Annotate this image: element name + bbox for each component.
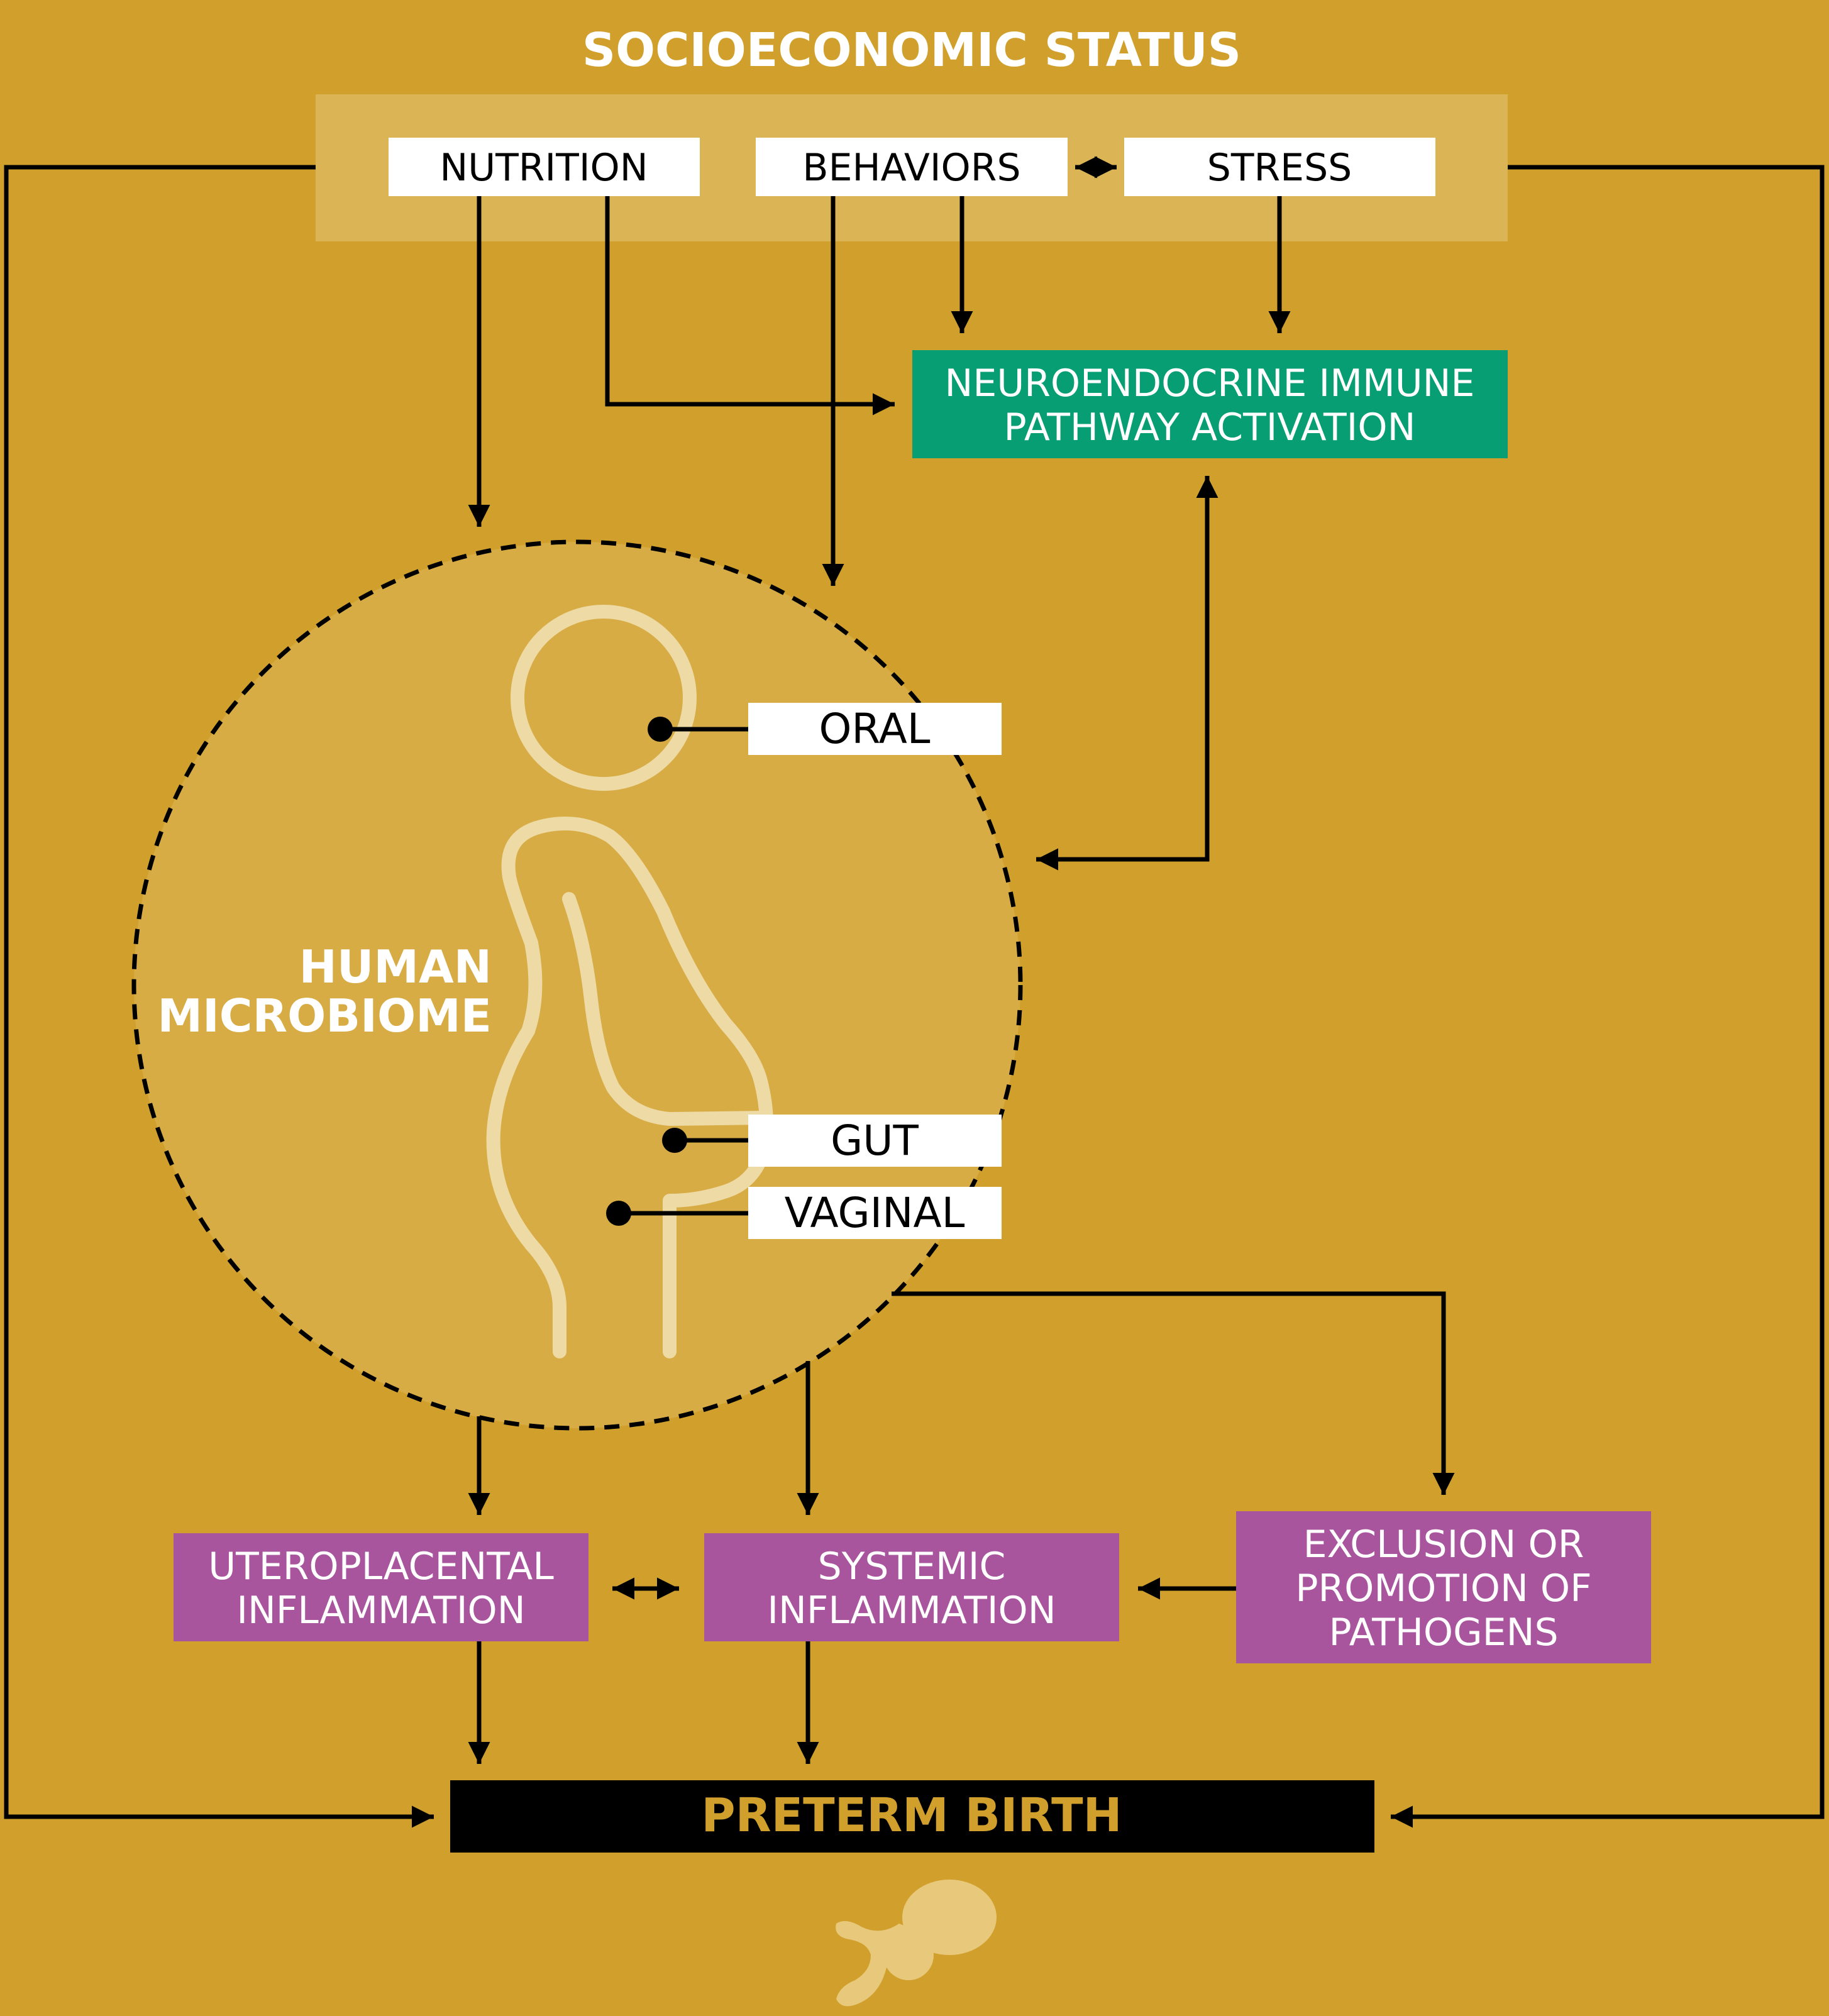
nutrition-box: NUTRITION xyxy=(389,138,700,196)
pathogens-label-line2: PROMOTION OF xyxy=(1295,1567,1591,1611)
preterm-birth-label: PRETERM BIRTH xyxy=(701,1788,1122,1842)
nutrition-label: NUTRITION xyxy=(439,146,648,190)
uteroplacental-label-line1: UTEROPLACENTAL xyxy=(208,1545,554,1589)
gut-box: GUT xyxy=(748,1115,1002,1167)
gut-label: GUT xyxy=(831,1116,919,1165)
preterm-birth-box: PRETERM BIRTH xyxy=(450,1780,1374,1853)
behaviors-label: BEHAVIORS xyxy=(802,146,1020,190)
fetus-icon xyxy=(836,1880,997,2007)
microbiome-circle xyxy=(131,539,1023,1431)
microbiome-label-line2: MICROBIOME xyxy=(157,989,492,1042)
systemic-label-line2: INFLAMMATION xyxy=(767,1589,1056,1633)
arrow-ses-to-birth-right xyxy=(1391,165,1825,1828)
arrow-microbiome-to-pathogens xyxy=(892,1291,1455,1495)
arrow-ses-to-birth-left xyxy=(4,165,434,1828)
arrow-nutrition-to-neuro xyxy=(605,196,895,416)
arrow-neuro-microbiome xyxy=(1036,476,1218,871)
vaginal-box: VAGINAL xyxy=(748,1187,1002,1239)
neuro-box: NEUROENDOCRINE IMMUNE PATHWAY ACTIVATION xyxy=(912,350,1508,458)
systemic-box: SYSTEMIC INFLAMMATION xyxy=(704,1533,1119,1641)
neuro-label-line2: PATHWAY ACTIVATION xyxy=(1004,405,1416,449)
oral-label: ORAL xyxy=(819,705,930,753)
stress-box: STRESS xyxy=(1124,138,1435,196)
site-connectors xyxy=(606,717,748,1226)
oral-box: ORAL xyxy=(748,703,1002,755)
pathogens-label-line3: PATHOGENS xyxy=(1329,1611,1558,1655)
page-title: SOCIOECONOMIC STATUS xyxy=(582,23,1241,77)
uteroplacental-label-line2: INFLAMMATION xyxy=(236,1589,525,1633)
neuro-label-line1: NEUROENDOCRINE IMMUNE xyxy=(945,361,1475,405)
microbiome-label-line1: HUMAN xyxy=(299,940,492,993)
pathogens-label-line1: EXCLUSION OR xyxy=(1303,1523,1584,1567)
vaginal-label: VAGINAL xyxy=(785,1189,965,1237)
arrows xyxy=(4,156,1825,1828)
uteroplacental-box: UTEROPLACENTAL INFLAMMATION xyxy=(174,1533,588,1641)
systemic-label-line1: SYSTEMIC xyxy=(818,1545,1006,1589)
behaviors-box: BEHAVIORS xyxy=(756,138,1068,196)
pathogens-box: EXCLUSION OR PROMOTION OF PATHOGENS xyxy=(1236,1511,1651,1663)
stress-label: STRESS xyxy=(1207,146,1352,190)
